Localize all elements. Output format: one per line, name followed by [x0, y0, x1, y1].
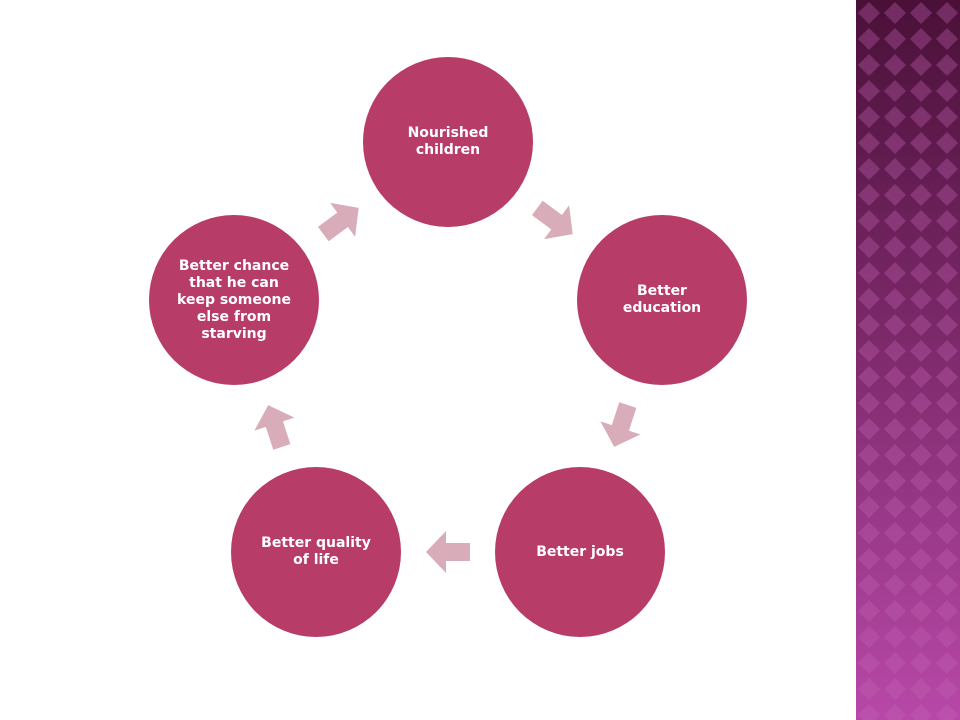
arrow-1-to-2 — [531, 200, 573, 240]
node-better-chance — [149, 215, 319, 385]
node-label-better-chance: Better chance that he can keep someone e… — [177, 257, 291, 342]
node-better-quality-of-life — [231, 467, 401, 637]
arrow-2-to-3 — [600, 402, 641, 447]
node-label-better-quality-of-life: Better quality of life — [261, 535, 371, 568]
node-nourished-children — [363, 57, 533, 227]
node-label-better-education: Better education — [622, 283, 702, 316]
arrow-3-to-4 — [426, 531, 470, 573]
decorative-side-panel — [856, 0, 960, 720]
node-label-nourished-children: Nourished children — [407, 125, 489, 158]
node-label-better-jobs: Better jobs — [536, 543, 624, 560]
arrows-layer — [254, 200, 641, 573]
arrow-4-to-5 — [254, 405, 295, 450]
node-better-jobs — [495, 467, 665, 637]
arrow-5-to-1 — [317, 202, 359, 242]
nodes-layer — [149, 57, 747, 637]
node-better-education — [577, 215, 747, 385]
panel-diamond-pattern — [856, 0, 960, 720]
cycle-diagram — [149, 57, 747, 637]
